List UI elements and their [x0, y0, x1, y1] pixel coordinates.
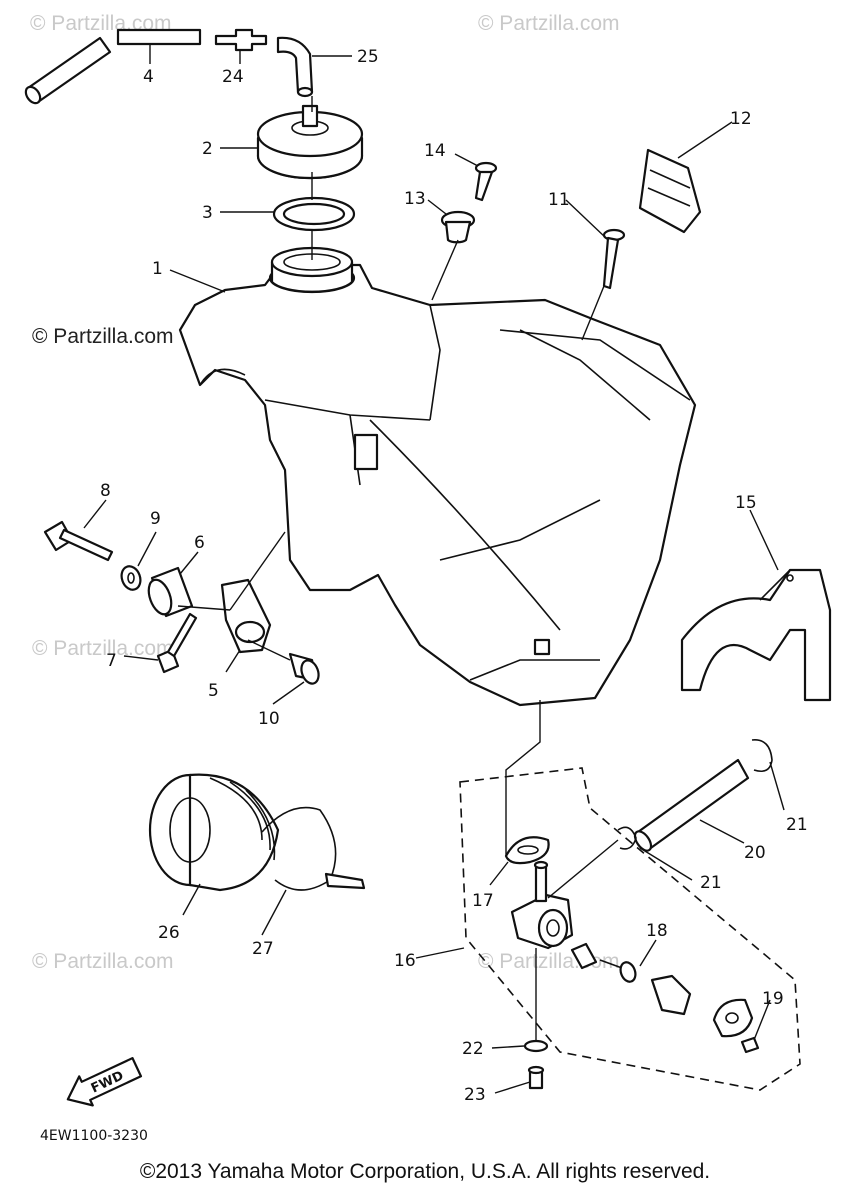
- callout-21-upper: 21: [786, 815, 808, 835]
- watermark-bottom-right: © Partzilla.com: [478, 950, 620, 973]
- drawing-code: 4EW1100-3230: [40, 1128, 148, 1144]
- part-20-pipe: [633, 758, 750, 852]
- callout-23: 23: [464, 1085, 486, 1105]
- part-24-joint: [214, 28, 268, 52]
- part-25-elbow-hose: [276, 36, 314, 98]
- part-26-boot: [148, 773, 280, 892]
- part-3-gasket: [272, 196, 356, 232]
- part-16-fuel-cock-group: [459, 767, 801, 1091]
- callout-22: 22: [462, 1039, 484, 1059]
- callout-3: 3: [202, 203, 213, 223]
- callout-5: 5: [208, 681, 219, 701]
- part-23-bolt: [527, 1065, 545, 1090]
- part-5-bracket: [220, 578, 272, 654]
- callout-20: 20: [744, 843, 766, 863]
- part-12-band: [638, 148, 702, 234]
- part-18-lever: [570, 942, 754, 1038]
- callout-9: 9: [150, 509, 161, 529]
- part-7-bolt: [156, 612, 198, 674]
- copyright-notice: ©2013 Yamaha Motor Corporation, U.S.A. A…: [139, 1160, 711, 1183]
- callout-17: 17: [472, 891, 494, 911]
- callout-12: 12: [730, 109, 752, 129]
- callout-27: 27: [252, 939, 274, 959]
- part-15-cover: [680, 568, 832, 702]
- watermark-top-right: © Partzilla.com: [478, 12, 620, 35]
- part-21-clip-upper: [751, 739, 773, 773]
- callout-4: 4: [143, 67, 154, 87]
- part-13-collar: [440, 210, 476, 244]
- part-27-band: [261, 806, 366, 891]
- leader-lines: [83, 45, 785, 1094]
- watermark-bottom-left: © Partzilla.com: [32, 950, 174, 973]
- callout-24: 24: [222, 67, 244, 87]
- part-10-collar: [288, 652, 320, 685]
- part-19-screw: [740, 1036, 760, 1054]
- part-17-gasket: [504, 836, 550, 865]
- callout-26: 26: [158, 923, 180, 943]
- part-16-fuel-cock: [510, 860, 574, 950]
- part-22-washer: [523, 1039, 549, 1053]
- part-9-washer: [120, 565, 142, 591]
- fwd-arrow-icon: FWD: [66, 1057, 143, 1107]
- callout-25: 25: [357, 47, 379, 67]
- watermark-mid-left: © Partzilla.com: [32, 325, 174, 348]
- callout-14: 14: [424, 141, 446, 161]
- callout-6: 6: [194, 533, 205, 553]
- callout-19: 19: [762, 989, 784, 1009]
- callout-15: 15: [735, 493, 757, 513]
- callout-18: 18: [646, 921, 668, 941]
- callout-1: 1: [152, 259, 163, 279]
- callout-13: 13: [404, 189, 426, 209]
- part-1-fuel-tank: [178, 246, 697, 707]
- callout-2: 2: [202, 139, 213, 159]
- watermark-lower-left: © Partzilla.com: [32, 637, 174, 660]
- part-2-fuel-cap: [256, 104, 364, 180]
- callout-11: 11: [548, 190, 570, 210]
- callout-10: 10: [258, 709, 280, 729]
- callout-8: 8: [100, 481, 111, 501]
- callout-16: 16: [394, 951, 416, 971]
- part-21-clip-lower: [617, 826, 637, 850]
- part-14-screw: [474, 161, 498, 202]
- part-6-damper: [147, 566, 194, 618]
- callout-7: 7: [106, 651, 117, 671]
- part-8-bolt: [43, 520, 114, 562]
- part-4-hose: [24, 28, 202, 105]
- part-11-screw: [602, 228, 626, 290]
- callout-21-lower: 21: [700, 873, 722, 893]
